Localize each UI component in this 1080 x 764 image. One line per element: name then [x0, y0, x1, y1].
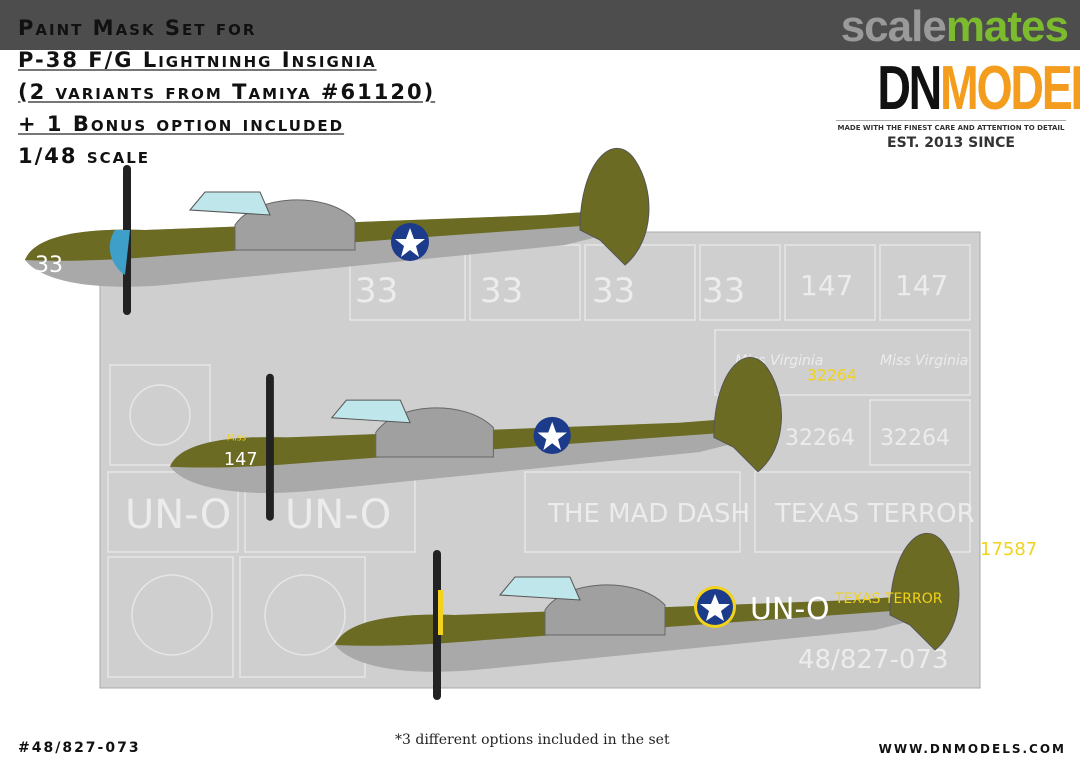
plane-option-3[interactable]: UN-O TEXAS TERROR 17587 — [334, 532, 1037, 701]
mask-number: 33 — [355, 271, 398, 311]
plane-option-1[interactable]: 33 33 — [24, 147, 698, 316]
product-title: Paint Mask Set for P-38 F/G Lightninhg I… — [18, 16, 436, 168]
mask-name: UN-O — [285, 492, 391, 538]
dnmodels-logo: DNMODELS MADE WITH THE FINEST CARE AND A… — [836, 54, 1080, 151]
nose-art: TEXAS TERROR — [834, 591, 943, 607]
plane-option-2[interactable]: Miss 147 32264 — [169, 356, 857, 522]
nose-number: 147 — [224, 450, 258, 470]
mask-number: 33 — [480, 271, 523, 311]
tail-number: 33 — [665, 180, 698, 210]
tail-number: 32264 — [807, 366, 857, 385]
mask-name: 32264 — [880, 426, 950, 451]
top-bar: scalemates — [0, 0, 1080, 51]
mask-code: 48/827-073 — [798, 645, 948, 675]
scalemates-logo[interactable]: scalemates — [840, 2, 1069, 51]
mask-name: THE MAD DASH — [547, 499, 750, 529]
mask-name: UN-O — [125, 492, 231, 538]
brand-tagline: MADE WITH THE FINEST CARE AND ATTENTION … — [836, 120, 1066, 132]
options-note: *3 different options included in the set — [395, 732, 670, 748]
tail-number: 17587 — [980, 539, 1037, 560]
product-code: #48/827-073 — [18, 740, 141, 756]
nose-text: Miss — [227, 433, 247, 443]
fuselage-code: UN-O — [750, 592, 830, 627]
nose-number: 33 — [35, 253, 63, 278]
mask-number: 33 — [592, 271, 635, 311]
brand-established: EST. 2013 SINCE — [887, 135, 1015, 151]
mask-name: TEXAS TERROR — [774, 499, 975, 529]
mask-number: 147 — [800, 269, 853, 302]
mask-name: Miss Virginia — [880, 353, 968, 369]
mask-name: 32264 — [785, 426, 855, 451]
mask-number: 147 — [895, 269, 948, 302]
website-link[interactable]: WWW.DNMODELS.COM — [878, 742, 1066, 756]
mask-number: 33 — [702, 271, 745, 311]
